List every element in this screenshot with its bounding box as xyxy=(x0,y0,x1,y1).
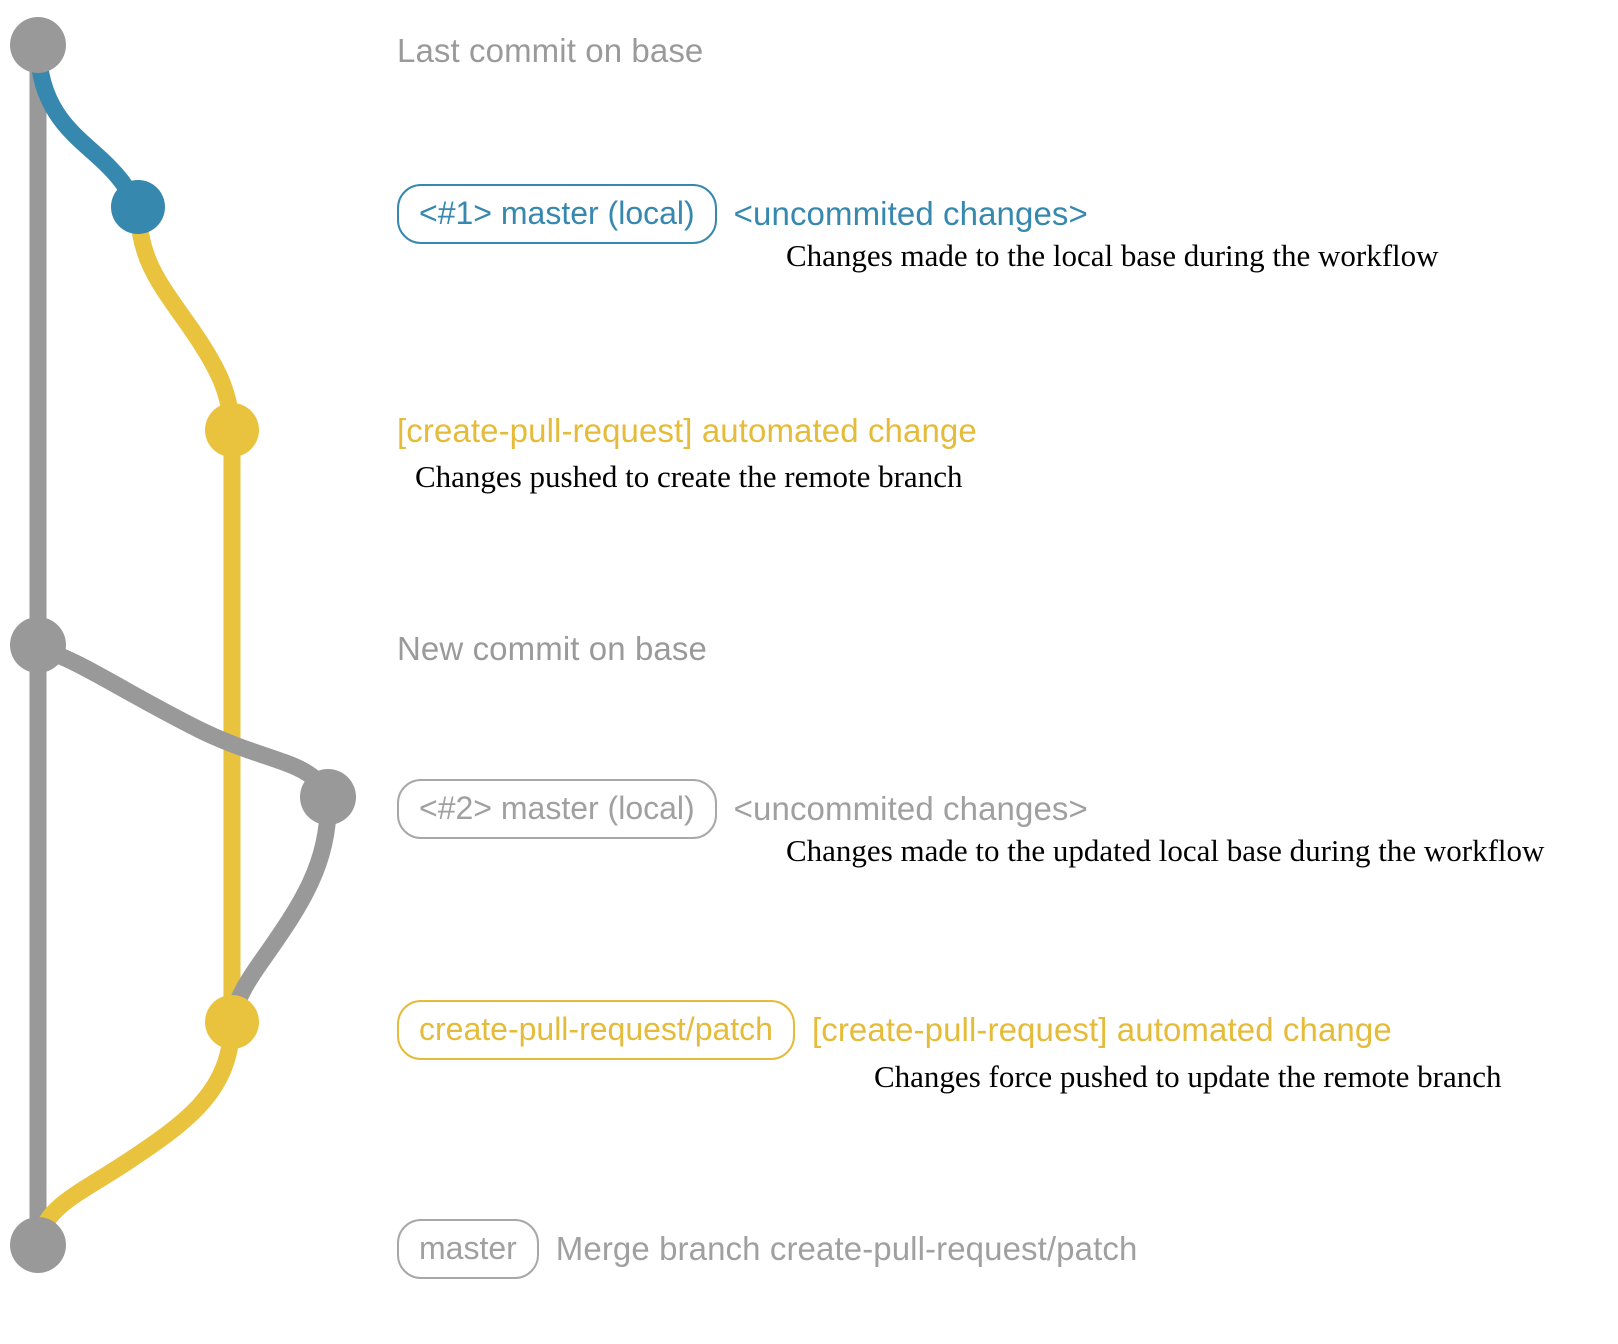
branch-badge-master[interactable]: master xyxy=(397,1219,539,1279)
commit-subject: Merge branch create-pull-request/patch xyxy=(555,1230,1138,1267)
branch-badge-create-pull-request-patch[interactable]: create-pull-request/patch xyxy=(397,1000,795,1060)
commit-subject: <uncommited changes> xyxy=(733,195,1088,232)
commit-subject: New commit on base xyxy=(397,630,707,667)
commit-row-local-1: <#1> master (local) <uncommited changes> xyxy=(397,184,1088,244)
commit-subject: [create-pull-request] automated change xyxy=(811,1011,1392,1048)
commit-row-new-commit-on-base: New commit on base xyxy=(397,630,707,668)
commit-subject: <uncommited changes> xyxy=(733,790,1088,827)
commit-subject: [create-pull-request] automated change xyxy=(397,412,977,449)
commit-row-automated-change-2: create-pull-request/patch [create-pull-r… xyxy=(397,1000,1392,1060)
branch-badge-master-local-1[interactable]: <#1> master (local) xyxy=(397,184,717,244)
commit-description-local-1: Changes made to the local base during th… xyxy=(786,238,1439,273)
commit-row-merge: master Merge branch create-pull-request/… xyxy=(397,1219,1137,1279)
commit-subject: Last commit on base xyxy=(397,32,704,69)
commit-row-automated-change-1: [create-pull-request] automated change xyxy=(397,412,977,450)
branch-badge-master-local-2[interactable]: <#2> master (local) xyxy=(397,779,717,839)
commit-description-automated-change-1: Changes pushed to create the remote bran… xyxy=(415,459,963,494)
commit-row-last-commit-on-base: Last commit on base xyxy=(397,32,703,70)
commit-description-automated-change-2: Changes force pushed to update the remot… xyxy=(874,1059,1502,1094)
commit-row-local-2: <#2> master (local) <uncommited changes> xyxy=(397,779,1088,839)
commit-description-local-2: Changes made to the updated local base d… xyxy=(786,833,1545,868)
